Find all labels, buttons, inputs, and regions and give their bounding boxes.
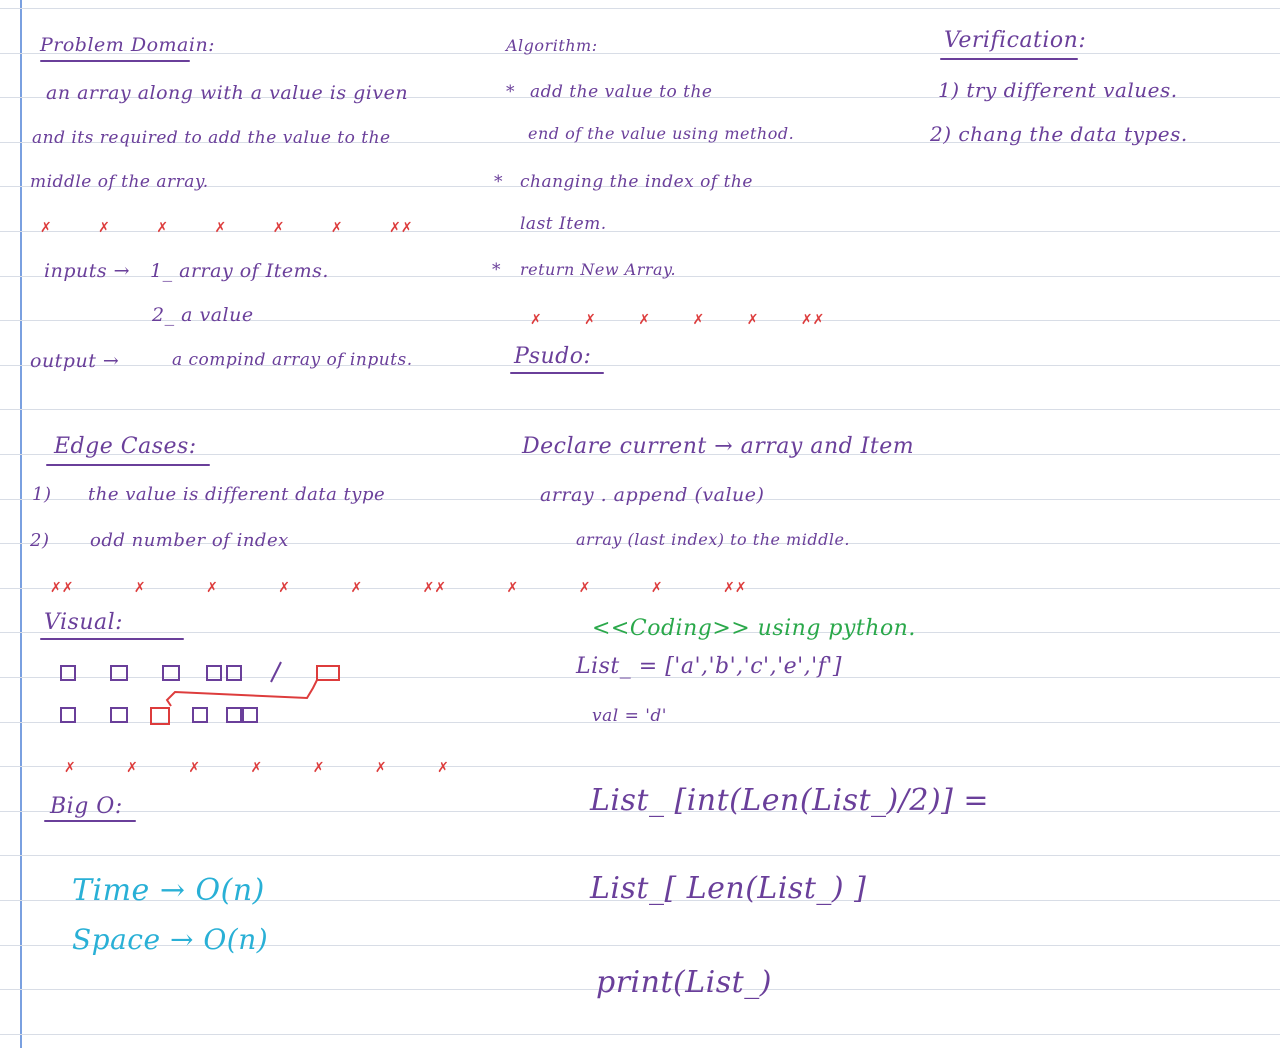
big-o-space: Space → O(n) [72,923,269,956]
array-cell [206,665,222,681]
pseudo-line-1: Declare current → array and Item [522,434,915,459]
pseudo-underline [510,372,604,374]
ruled-line [0,855,1280,856]
output-label: output → [30,350,120,372]
inserted-value-cell [150,707,170,725]
array-cell [110,707,128,723]
algorithm-step-1-line-1: add the value to the [530,82,713,102]
ruled-line [0,588,1280,589]
ruled-line [0,97,1280,98]
verification-underline [940,58,1078,60]
inputs-item-2: 2_ a value [152,304,254,326]
problem-domain-underline [40,60,190,62]
problem-domain-line-1: an array along with a value is given [46,82,409,104]
pseudo-line-2: array . append (value) [540,484,765,506]
edge-cases-underline [46,464,210,466]
code-line-2: val = 'd' [592,706,667,726]
move-arrow [165,679,318,707]
output-text: a compind array of inputs. [172,350,413,370]
array-cell [60,707,76,723]
separator-marks-4: ✗ ✗ ✗ ✗ ✗ ✗✗ [530,312,825,328]
big-o-time: Time → O(n) [72,873,265,908]
ruled-line [0,8,1280,9]
ruled-line [0,1034,1280,1035]
algorithm-step-2-line-2: last Item. [520,214,607,234]
code-line-5: print(List_) [596,965,772,1000]
ruled-line [0,142,1280,143]
new-value-cell [316,665,340,681]
algorithm-heading: Algorithm: [506,36,598,55]
ruled-line [0,677,1280,678]
ruled-line [0,499,1280,500]
big-o-heading: Big O: [50,794,123,819]
verification-item-2: 2) chang the data types. [930,122,1188,146]
array-cell [226,707,242,723]
big-o-underline [44,820,136,822]
array-cell [242,707,258,723]
algorithm-step-1-line-2: end of the value using method. [528,124,795,143]
ruled-line [0,900,1280,901]
array-cell [226,665,242,681]
ruled-line [0,320,1280,321]
ruled-line [0,276,1280,277]
ruled-line [0,365,1280,366]
edge-case-1-num: 1) [32,484,52,505]
ruled-line [0,543,1280,544]
code-line-1: List_ = ['a','b','c','e','f'] [576,654,842,679]
ruled-line [0,722,1280,723]
algorithm-step-2-line-1: changing the index of the [520,172,753,192]
margin-line [20,0,22,1048]
ruled-line [0,231,1280,232]
array-cell [162,665,180,681]
problem-domain-heading: Problem Domain: [40,34,216,56]
edge-case-2-num: 2) [30,530,50,551]
coding-heading: <<Coding>> using python. [592,616,916,641]
code-line-3: List_ [int(Len(List_)/2)] = [590,783,990,818]
separator-marks-2: ✗✗ ✗ ✗ ✗ ✗ ✗✗ ✗ ✗ ✗ ✗✗ [50,580,747,596]
visual-underline [40,638,184,640]
pseudo-line-3: array (last index) to the middle. [576,530,850,549]
ruled-line [0,989,1280,990]
ruled-line [0,186,1280,187]
edge-cases-heading: Edge Cases: [54,434,197,459]
array-cell [110,665,128,681]
edge-case-1-text: the value is different data type [88,484,386,505]
verification-item-1: 1) try different values. [938,78,1178,102]
problem-domain-line-2: and its required to add the value to the [32,128,391,148]
algorithm-step-1-bullet: * [506,82,515,102]
inputs-label: inputs → [44,260,131,282]
algorithm-step-3-line-1: return New Array. [520,260,677,279]
separator-marks-3: ✗ ✗ ✗ ✗ ✗ ✗ ✗ [64,760,449,776]
algorithm-step-2-bullet: * [494,172,503,192]
problem-domain-line-3: middle of the array. [30,172,209,192]
ruled-line [0,945,1280,946]
separator-marks-1: ✗ ✗ ✗ ✗ ✗ ✗ ✗✗ [40,220,413,236]
ruled-line [0,811,1280,812]
pseudo-heading: Psudo: [514,344,592,369]
array-cell [192,707,208,723]
ruled-line [0,632,1280,633]
ruled-line [0,53,1280,54]
ruled-line [0,766,1280,767]
edge-case-2-text: odd number of index [90,530,289,551]
array-diagram [60,661,340,725]
ruled-line [0,409,1280,410]
inputs-item-1: 1_ array of Items. [150,260,329,282]
ruled-line [0,454,1280,455]
verification-heading: Verification: [944,28,1087,53]
algorithm-step-3-bullet: * [492,260,501,280]
code-line-4: List_[ Len(List_) ] [590,871,867,906]
array-cell [60,665,76,681]
visual-heading: Visual: [44,610,124,635]
